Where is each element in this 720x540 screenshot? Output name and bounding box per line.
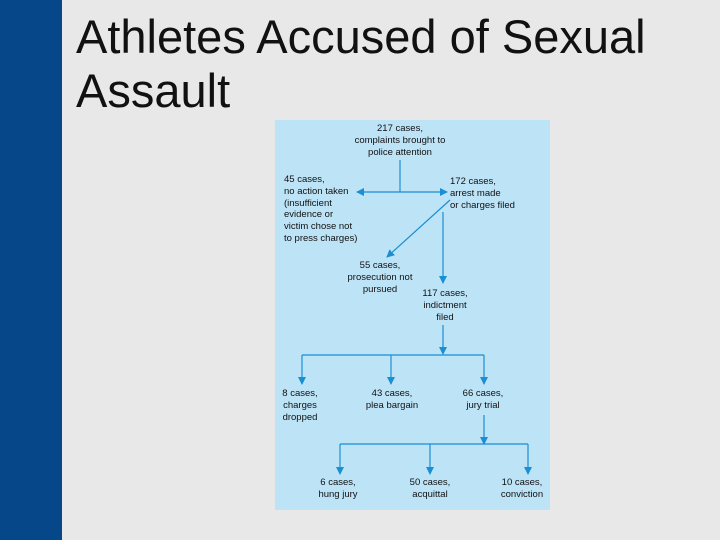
node-acquittal: 50 cases, acquittal xyxy=(409,477,451,500)
arrow-to-not-pursued xyxy=(386,199,451,258)
node-jury-trial: 66 cases, jury trial xyxy=(462,388,504,411)
node-conviction: 10 cases, conviction xyxy=(500,477,544,500)
node-no-action: 45 cases, no action taken (insufficient … xyxy=(284,174,358,244)
node-charges-dropped: 8 cases, charges dropped xyxy=(282,388,318,423)
node-hung-jury: 6 cases, hung jury xyxy=(318,477,358,500)
node-plea-bargain: 43 cases, plea bargain xyxy=(365,388,419,411)
node-arrest: 172 cases, arrest made or charges filed xyxy=(450,176,515,211)
node-not-pursued: 55 cases, prosecution not pursued xyxy=(347,260,413,295)
left-accent-bar xyxy=(0,0,62,540)
flowchart-arrows xyxy=(298,160,532,475)
node-indictment: 117 cases, indictment filed xyxy=(422,288,468,323)
slide-title: Athletes Accused of Sexual Assault xyxy=(76,10,646,117)
node-complaints: 217 cases, complaints brought to police … xyxy=(354,123,446,158)
flowchart-panel: 217 cases, complaints brought to police … xyxy=(275,120,550,510)
